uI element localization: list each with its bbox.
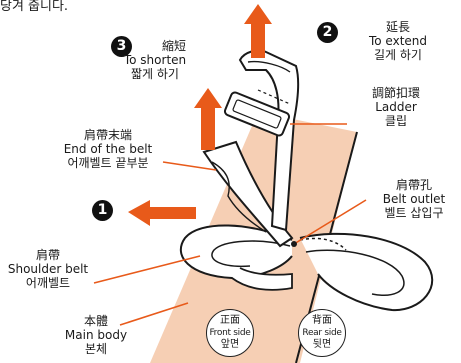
front-side-ja: 正面: [207, 315, 253, 327]
belt-outlet-label-ko: 벨트 삽입구: [368, 206, 460, 220]
main-body-label-en: Main body: [58, 328, 134, 342]
arrow-extend: [244, 4, 272, 58]
step-2-label-en: To extend: [348, 34, 448, 48]
front-side-en: Front side: [207, 327, 253, 339]
step-1-badge: 1: [92, 200, 113, 221]
rear-side-badge: 背面 Rear side 뒷면: [298, 309, 346, 357]
main-body-label-ja: 本體: [58, 314, 134, 328]
ladder-label-en: Ladder: [352, 100, 440, 114]
end-of-belt-label: 肩帶末端 End of the belt 어깨벨트 끝부분: [38, 128, 178, 170]
belt-outlet-label-ja: 肩帶孔: [368, 178, 460, 192]
end-of-belt-label-ja: 肩帶末端: [38, 128, 178, 142]
leader-shoulder-belt: [94, 256, 200, 283]
belt-outlet-label: 肩帶孔 Belt outlet 벨트 삽입구: [368, 178, 460, 220]
step-2-label-ko: 길게 하기: [348, 48, 448, 62]
header-fragment: 당겨 줍니다.: [0, 0, 68, 14]
arrow-shorten: [194, 88, 222, 150]
rear-belt-loop: [300, 234, 432, 310]
step-2-badge: 2: [317, 22, 338, 43]
arrow-pull-left: [128, 200, 196, 226]
ladder-label: 調節扣環 Ladder 클립: [352, 86, 440, 128]
step-3-label-en: To shorten: [100, 53, 210, 67]
front-side-badge: 正面 Front side 앞면: [206, 309, 254, 357]
step-3-label: 縮短 To shorten 짧게 하기: [100, 39, 210, 81]
ladder-label-ja: 調節扣環: [352, 86, 440, 100]
shoulder-belt-label: 肩帶 Shoulder belt 어깨벨트: [2, 248, 94, 290]
ladder-label-ko: 클립: [352, 114, 440, 128]
shoulder-belt-label-en: Shoulder belt: [2, 262, 94, 276]
rear-side-ja: 背面: [299, 315, 345, 327]
belt-outlet-marker: [291, 241, 297, 247]
end-of-belt-label-en: End of the belt: [38, 142, 178, 156]
rear-side-ko: 뒷면: [299, 339, 345, 351]
main-body-label-ko: 본체: [58, 342, 134, 356]
belt-outlet-label-en: Belt outlet: [368, 192, 460, 206]
shoulder-belt-label-ko: 어깨벨트: [2, 276, 94, 290]
rear-side-en: Rear side: [299, 327, 345, 339]
main-body-label: 本體 Main body 본체: [58, 314, 134, 356]
step-2-label-ja: 延長: [348, 20, 448, 34]
step-2-label: 延長 To extend 길게 하기: [348, 20, 448, 62]
step-3-label-ko: 짧게 하기: [100, 67, 210, 81]
end-of-belt-label-ko: 어깨벨트 끝부분: [38, 156, 178, 170]
front-side-ko: 앞면: [207, 339, 253, 351]
shoulder-belt-label-ja: 肩帶: [2, 248, 94, 262]
step-3-label-ja: 縮短: [100, 39, 210, 53]
